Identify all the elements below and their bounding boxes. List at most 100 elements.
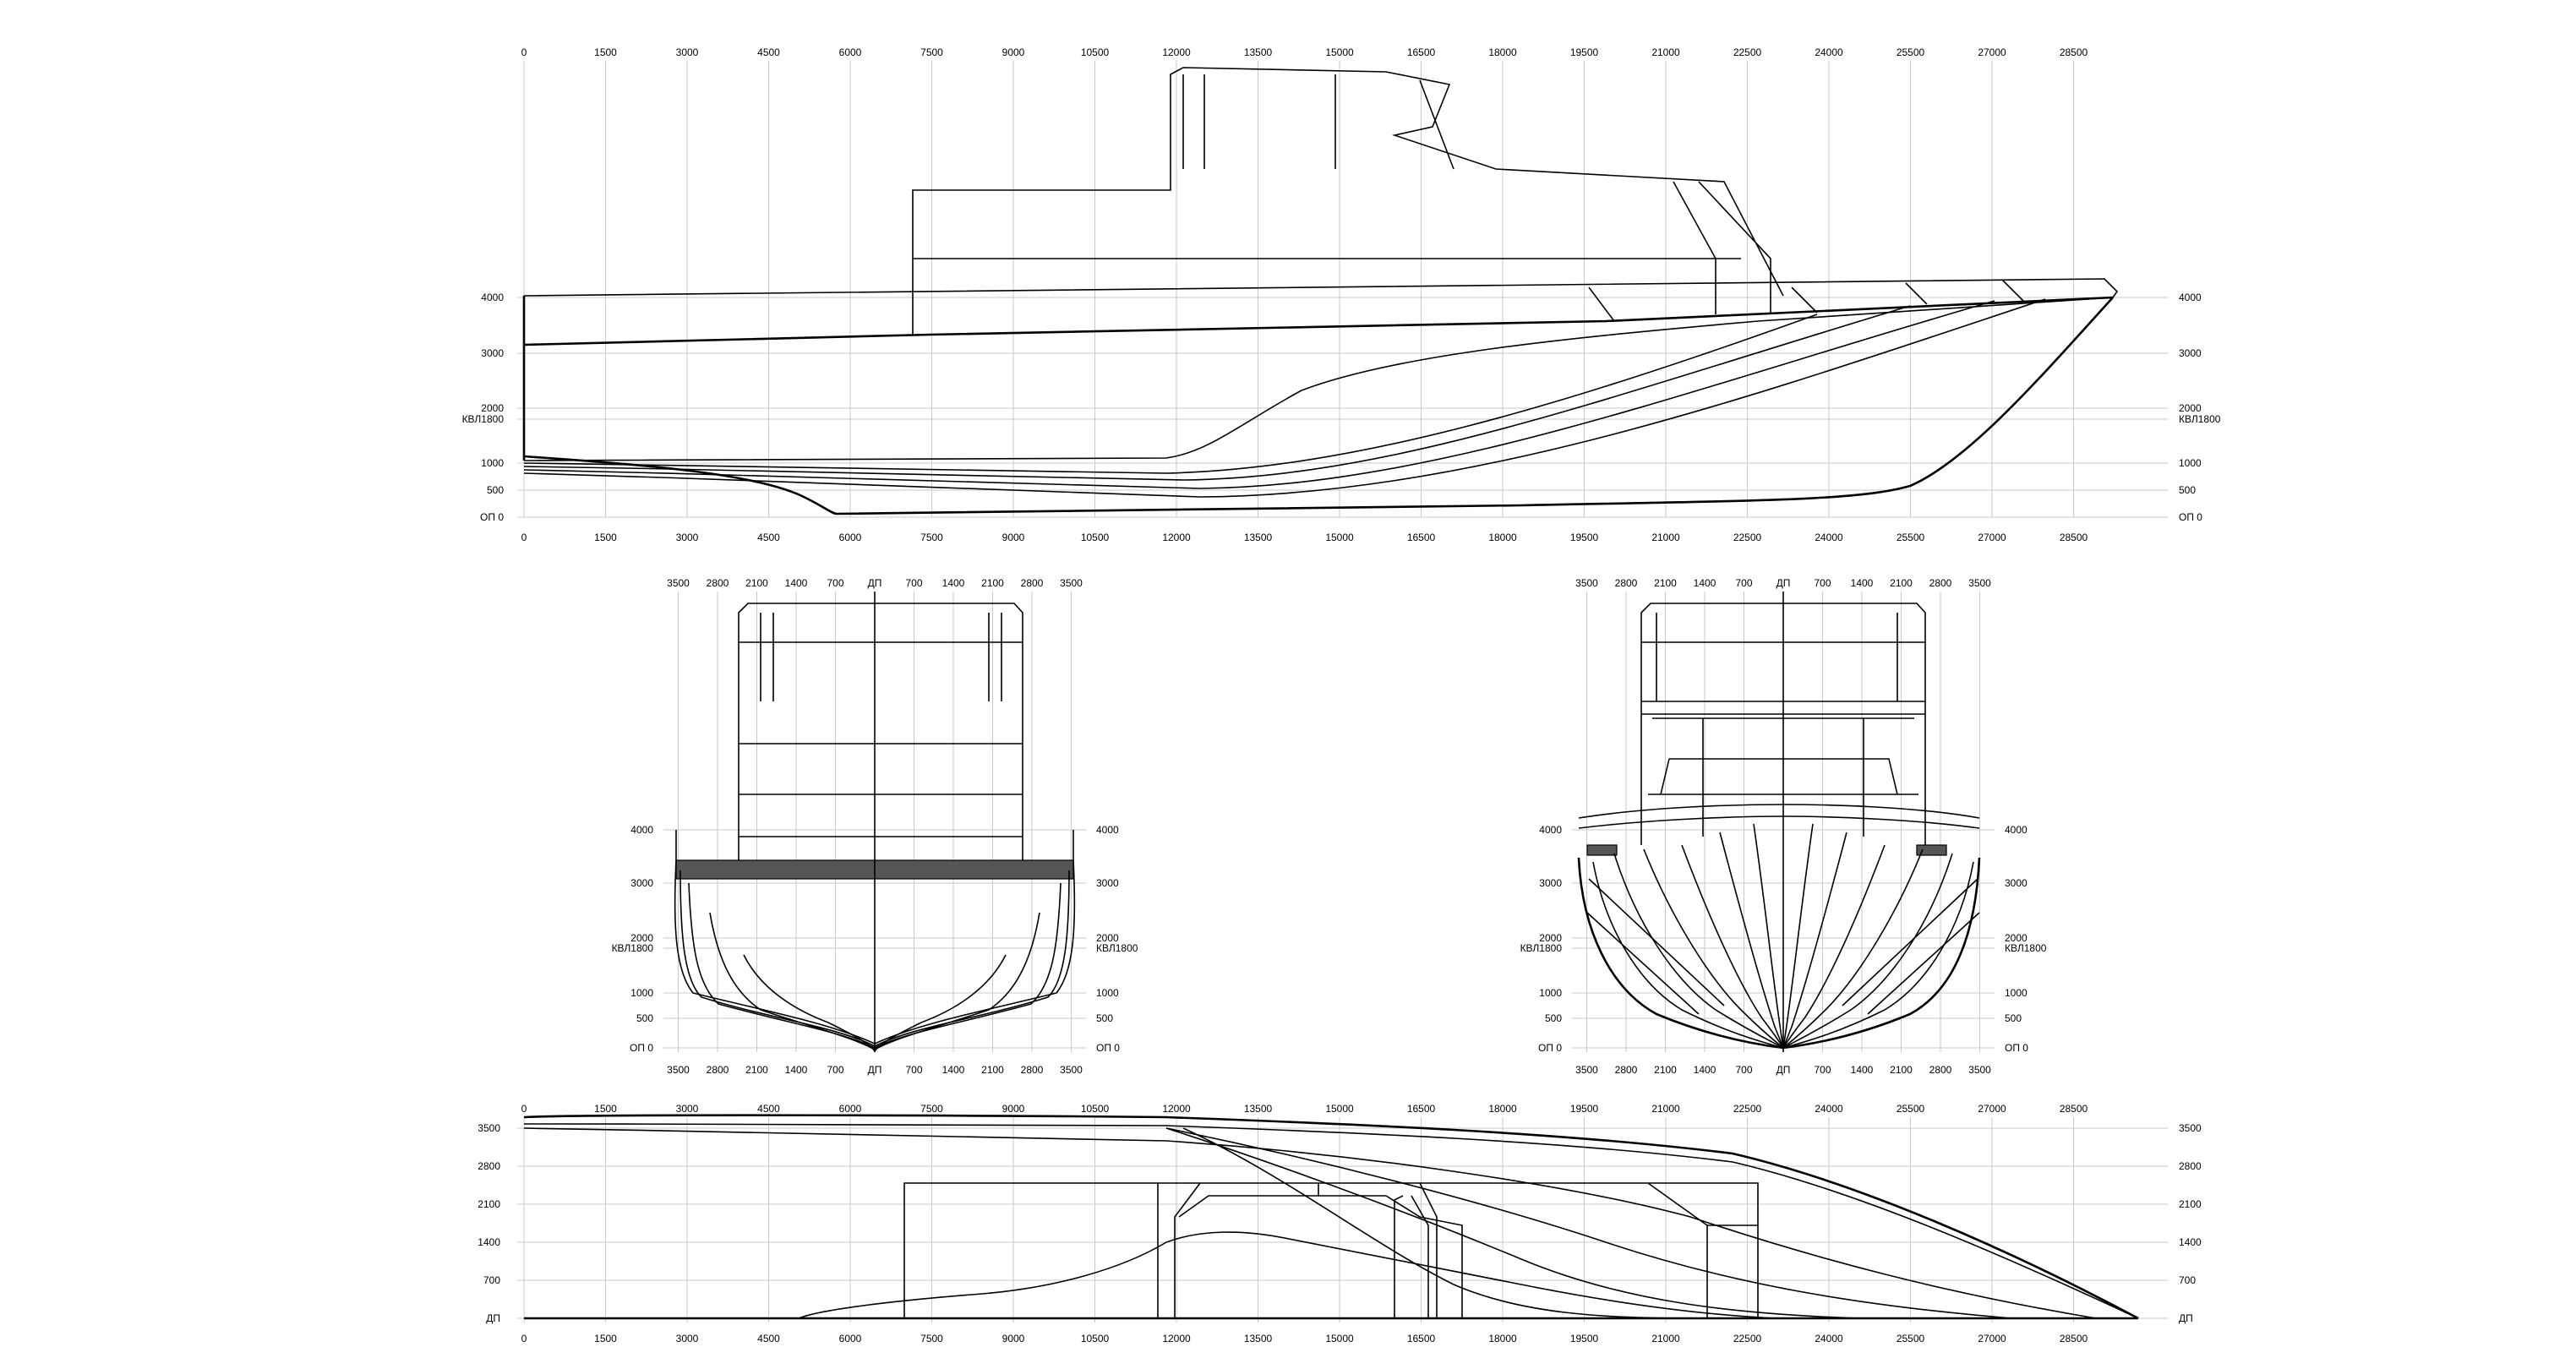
body_plan_right-tick-top: 2800 xyxy=(1929,577,1952,589)
profile-buttock-1 xyxy=(523,314,1818,474)
plan-x-tick-top: 6000 xyxy=(839,1103,862,1115)
profile-rail-4 xyxy=(2002,280,2025,303)
body_plan_left-y-tick-right: 1000 xyxy=(1096,987,1119,999)
profile-x-tick-top: 12000 xyxy=(1162,46,1191,58)
profile-x-tick-top: 24000 xyxy=(1815,46,1843,58)
plan-x-tick-top: 1500 xyxy=(594,1103,617,1115)
bpr-deck-sheer-2 xyxy=(1578,815,1980,829)
profile-x-tick-top: 0 xyxy=(521,46,527,58)
plan-x-tick-top: 25500 xyxy=(1897,1103,1925,1115)
body_plan_right-y-tick-right: 1000 xyxy=(2005,987,2028,999)
plan-x-tick-top: 12000 xyxy=(1162,1103,1191,1115)
plan-x-tick-top: 19500 xyxy=(1570,1103,1599,1115)
profile-y-tick-right: 4000 xyxy=(2179,292,2202,303)
plan-x-tick-top: 28500 xyxy=(2060,1103,2088,1115)
body_plan_right-y-tick-right: 3000 xyxy=(2005,877,2028,889)
profile-x-tick-bottom: 22500 xyxy=(1733,532,1762,543)
profile-x-tick-bottom: 7500 xyxy=(920,532,943,543)
body_plan_left-y-tick-left: ОП 0 xyxy=(630,1042,653,1054)
plan-waterline-2 xyxy=(1165,1127,2012,1319)
body_plan_right-tick-bottom: 700 xyxy=(1814,1064,1831,1076)
bpl-deckhouse xyxy=(738,603,1023,870)
plan-chine-line xyxy=(798,1231,1776,1319)
profile-y-tick-left: 1000 xyxy=(481,457,504,469)
plan-y-tick-right: 700 xyxy=(2179,1274,2196,1286)
body-plan-right: 35003500280028002100210014001400700700ДП… xyxy=(1520,577,2047,1076)
body_plan_right-tick-top: ДП xyxy=(1776,577,1791,589)
body_plan_right-y-tick-right: ОП 0 xyxy=(2005,1042,2028,1054)
profile-x-tick-top: 10500 xyxy=(1081,46,1110,58)
plan-x-tick-bottom: 9000 xyxy=(1002,1333,1025,1344)
body_plan_right-y-tick-left: КВЛ1800 xyxy=(1520,942,1563,954)
body_plan_right-tick-bottom: 2800 xyxy=(1615,1064,1638,1076)
profile-x-tick-top: 28500 xyxy=(2060,46,2088,58)
body_plan_right-tick-top: 700 xyxy=(1735,577,1752,589)
profile-y-tick-left: 4000 xyxy=(481,292,504,303)
body_plan_right-tick-bottom: 1400 xyxy=(1694,1064,1716,1076)
profile-windscreen-2 xyxy=(1698,181,1771,314)
body_plan_right-y-tick-left: 4000 xyxy=(1539,824,1562,836)
body_plan_right-tick-bottom: ДП xyxy=(1776,1064,1791,1076)
profile-x-tick-bottom: 15000 xyxy=(1325,532,1354,543)
body_plan_right-tick-bottom: 700 xyxy=(1735,1064,1752,1076)
profile-x-tick-top: 7500 xyxy=(920,46,943,58)
plan-view: 0015001500300030004500450060006000750075… xyxy=(478,1103,2202,1344)
plan-x-tick-bottom: 7500 xyxy=(920,1333,943,1344)
profile-chine-line xyxy=(523,297,2114,461)
profile-window-post-4 xyxy=(1419,79,1454,170)
plan-x-tick-bottom: 16500 xyxy=(1407,1333,1436,1344)
profile-buttock-2 xyxy=(523,305,1911,481)
bpl-deck-edge xyxy=(675,830,1074,860)
plan-x-tick-top: 7500 xyxy=(920,1103,943,1115)
body_plan_left-tick-top: 1400 xyxy=(942,577,965,589)
profile-x-tick-top: 9000 xyxy=(1002,46,1025,58)
profile-y-tick-right: 3000 xyxy=(2179,347,2202,359)
plan-x-tick-top: 3000 xyxy=(676,1103,699,1115)
plan-waterline-3 xyxy=(1165,1127,1860,1319)
profile-x-tick-bottom: 24000 xyxy=(1815,532,1843,543)
plan-x-tick-bottom: 0 xyxy=(521,1333,527,1344)
body_plan_left-tick-top: 3500 xyxy=(667,577,690,589)
plan-x-tick-top: 18000 xyxy=(1488,1103,1517,1115)
profile-x-tick-bottom: 0 xyxy=(521,532,527,543)
plan-deck-edge-2 xyxy=(523,1123,2139,1319)
plan-x-tick-bottom: 6000 xyxy=(839,1333,862,1344)
profile-y-tick-right: 2000 xyxy=(2179,402,2202,414)
profile-x-tick-bottom: 12000 xyxy=(1162,532,1191,543)
plan-x-tick-bottom: 18000 xyxy=(1488,1333,1517,1344)
profile-x-tick-top: 3000 xyxy=(676,46,699,58)
plan-x-tick-top: 22500 xyxy=(1733,1103,1762,1115)
body_plan_left-tick-top: 2800 xyxy=(1021,577,1044,589)
body_plan_right-tick-bottom: 2100 xyxy=(1890,1064,1913,1076)
profile-grid xyxy=(517,61,2168,518)
profile-deck-edge xyxy=(523,278,2119,298)
profile-x-tick-top: 1500 xyxy=(594,46,617,58)
body_plan_left-tick-bottom: 2800 xyxy=(707,1064,729,1076)
plan-y-tick-right: 1400 xyxy=(2179,1236,2202,1248)
profile-x-tick-bottom: 9000 xyxy=(1002,532,1025,543)
plan-x-tick-bottom: 24000 xyxy=(1815,1333,1843,1344)
body_plan_left-tick-top: 2100 xyxy=(981,577,1004,589)
bpr-chine-block-left xyxy=(1586,844,1618,856)
profile-x-tick-top: 21000 xyxy=(1651,46,1680,58)
plan-x-tick-bottom: 10500 xyxy=(1081,1333,1110,1344)
body_plan_left-y-tick-left: 3000 xyxy=(630,877,653,889)
body_plan_left-tick-bottom: ДП xyxy=(868,1064,882,1076)
plan-waterline-4 xyxy=(1182,1127,1691,1319)
body_plan_left-tick-bottom: 1400 xyxy=(942,1064,965,1076)
plan-y-tick-left: 2800 xyxy=(478,1160,500,1172)
body_plan_left-tick-top: 3500 xyxy=(1060,577,1083,589)
body_plan_right-tick-top: 2800 xyxy=(1615,577,1638,589)
body_plan_right-tick-top: 2100 xyxy=(1654,577,1677,589)
bpl-deckhouse-lines xyxy=(739,613,1023,837)
plan-y-tick-left: 1400 xyxy=(478,1236,500,1248)
plan-x-tick-bottom: 12000 xyxy=(1162,1333,1191,1344)
body_plan_left-y-tick-left: КВЛ1800 xyxy=(612,942,654,954)
plan-x-tick-top: 9000 xyxy=(1002,1103,1025,1115)
body_plan_right-tick-top: 2100 xyxy=(1890,577,1913,589)
body_plan_right-tick-bottom: 3500 xyxy=(1575,1064,1598,1076)
body-plan-right-tick-labels: 35003500280028002100210014001400700700ДП… xyxy=(1520,577,2047,1076)
body_plan_left-y-tick-left: 500 xyxy=(636,1012,653,1024)
profile-x-tick-bottom: 13500 xyxy=(1244,532,1273,543)
plan-x-tick-bottom: 4500 xyxy=(757,1333,780,1344)
